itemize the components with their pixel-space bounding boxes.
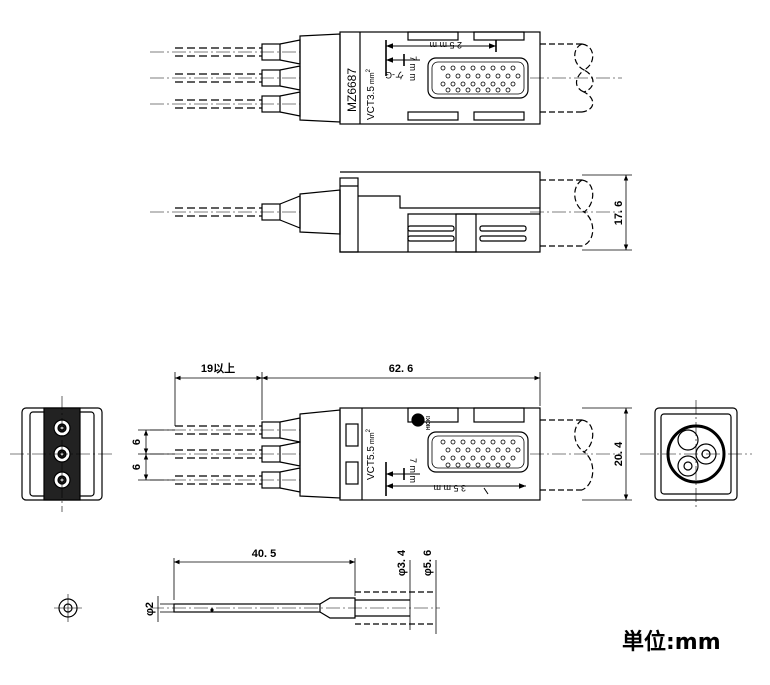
probe-view: [54, 558, 440, 634]
front-view: [138, 372, 632, 501]
top-view-boot: [299, 33, 341, 123]
labels: MZ6687 VCT3.5mm2 2 5 m m 7 m m ケ-G VCT5.…: [131, 40, 625, 616]
top-view-contact-window: [427, 57, 529, 99]
dim-pitch-b: 6: [131, 464, 143, 470]
dim-probe-length: 40. 5: [252, 548, 276, 560]
dim-front-height: 20. 4: [613, 441, 625, 466]
logo-label: HIOKI: [426, 416, 432, 431]
dim-tip-dia: φ2: [144, 602, 156, 616]
front-view-leads: [150, 417, 301, 493]
front-view-contact-holes: [440, 439, 521, 468]
mark-top-label: ケ-G: [385, 70, 404, 80]
cable-spec-front-label: VCT5.5mm2: [366, 428, 377, 480]
side-view-boot: [299, 189, 341, 235]
front-view-cable: [540, 419, 594, 491]
front-view-contact-window: [427, 431, 529, 473]
cable-spec-top-label: VCT3.5mm2: [366, 68, 377, 120]
side-view: [150, 171, 632, 253]
unit-note: 単位:mm: [622, 630, 721, 655]
dim-body-length: 62. 6: [389, 363, 413, 375]
top-view-contact-holes: [440, 65, 521, 93]
strip-35-label: 3 5 m m: [433, 483, 466, 493]
top-view-leads: [150, 39, 301, 117]
right-end-view: [640, 400, 752, 508]
top-view-cable: [540, 43, 594, 113]
hioki-logo-icon: [411, 413, 425, 427]
dim-side-height: 17. 6: [613, 201, 625, 225]
front-view-boot: [299, 409, 341, 499]
top-view: [150, 31, 622, 125]
left-end-view: [10, 396, 114, 512]
dim-min-lead: 19以上: [201, 361, 235, 375]
dim-sleeve-dia-b: φ5. 6: [422, 550, 434, 576]
strip-7-top-label: 7 m m: [408, 56, 418, 81]
side-view-latch: [339, 177, 359, 253]
strip-7-front-label: 7 m m: [408, 458, 418, 483]
model-code-label: MZ6687: [345, 68, 359, 112]
strip-25-label: 2 5 m m: [429, 40, 462, 50]
side-view-cable: [540, 179, 594, 247]
dim-pitch-a: 6: [131, 439, 143, 445]
dim-sleeve-dia-a: φ3. 4: [396, 549, 408, 576]
